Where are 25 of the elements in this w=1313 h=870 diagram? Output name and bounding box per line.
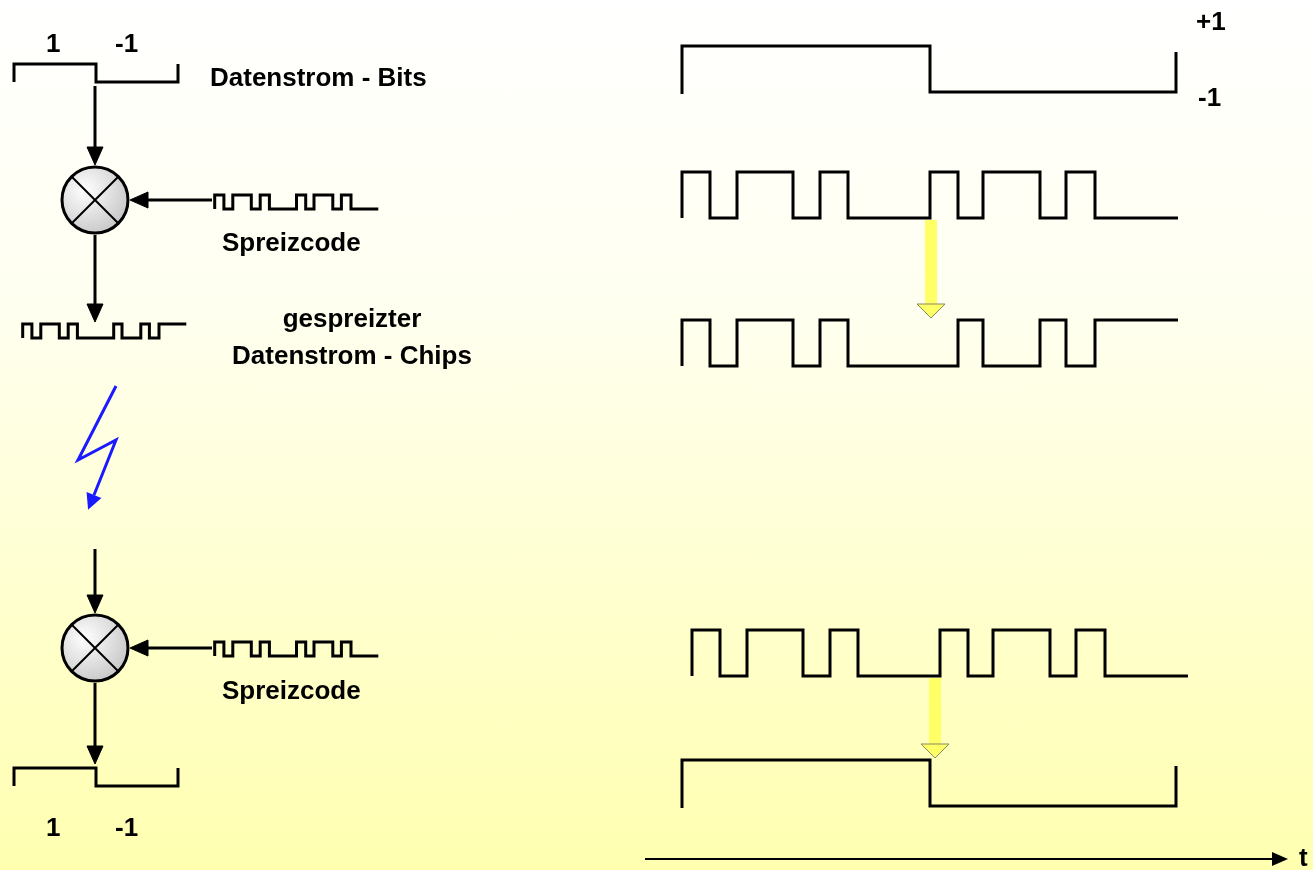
arrow <box>86 235 104 323</box>
arrow <box>86 683 104 765</box>
signal-label: Spreizcode <box>222 227 361 257</box>
bit-value-label: -1 <box>115 28 139 58</box>
bit-value-label: 1 <box>46 28 61 58</box>
arrow <box>129 191 212 209</box>
arrow <box>86 86 104 166</box>
bit-waveform <box>12 764 182 790</box>
signal-label: Datenstrom - Bits <box>210 62 427 92</box>
axis-label: t <box>1299 842 1308 870</box>
level-label: +1 <box>1196 6 1226 36</box>
signal-label: Spreizcode <box>222 675 361 705</box>
bit-waveform <box>12 60 182 86</box>
bit-value-label: -1 <box>115 812 139 842</box>
block-arrow <box>916 220 946 319</box>
block-arrow <box>920 678 950 759</box>
bit-value-label: 1 <box>46 812 61 842</box>
mixer-circle <box>60 165 130 235</box>
arrow <box>129 639 212 657</box>
signal-label: gespreizter Datenstrom - Chips <box>231 302 473 372</box>
bit-waveform <box>680 44 1180 96</box>
mixer-circle <box>60 613 130 683</box>
bit-waveform <box>680 758 1180 810</box>
level-label: -1 <box>1198 82 1222 112</box>
arrow <box>86 549 104 614</box>
